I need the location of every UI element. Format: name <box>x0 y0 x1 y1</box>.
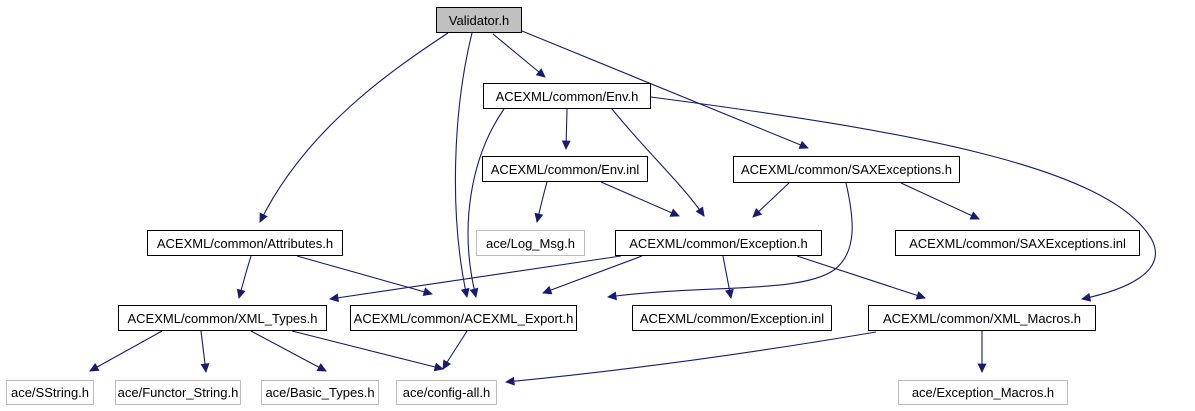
edge-exception-h-to-export-h <box>542 255 643 295</box>
node-sstring: ace/SString.h <box>6 380 94 405</box>
node-sax-h[interactable]: ACEXML/common/SAXExceptions.h <box>733 156 960 183</box>
edge-exception-h-to-exception-inl <box>722 255 734 299</box>
node-label: ACEXML/common/SAXExceptions.inl <box>909 235 1126 251</box>
edge-exception-h-to-xml-types <box>329 255 622 303</box>
edge-env-h-to-xml-macros <box>650 96 1156 302</box>
node-label: ACEXML/common/Exception.h <box>629 235 808 251</box>
edge-sax-h-to-export-h <box>607 182 853 301</box>
node-env-h[interactable]: ACEXML/common/Env.h <box>483 83 651 109</box>
node-label: ace/Basic_Types.h <box>265 385 375 400</box>
edge-env-h-to-exception-h <box>611 108 705 217</box>
edge-sax-h-to-exception-h <box>752 182 790 218</box>
edge-env-h-to-env-inl <box>561 108 571 150</box>
node-config-all: ace/config-all.h <box>396 380 497 405</box>
node-export-h[interactable]: ACEXML/common/ACEXML_Export.h <box>350 305 577 331</box>
node-label: ace/config-all.h <box>402 385 491 400</box>
edge-env-h-to-export-h <box>467 108 505 298</box>
node-label: ACEXML/common/Exception.inl <box>639 310 825 326</box>
node-exception-h[interactable]: ACEXML/common/Exception.h <box>615 230 822 256</box>
edge-validator-to-sax-h <box>521 30 809 149</box>
edge-attributes-h-to-xml-types <box>236 255 252 299</box>
node-label: ACEXML/common/SAXExceptions.h <box>741 162 952 177</box>
edge-sax-h-to-sax-inl <box>900 182 980 220</box>
node-log-msg: ace/Log_Msg.h <box>476 230 585 256</box>
edge-export-h-to-config-all <box>442 330 468 370</box>
node-sax-inl[interactable]: ACEXML/common/SAXExceptions.inl <box>895 230 1140 256</box>
node-label: ACEXML/common/XML_Macros.h <box>883 310 1081 326</box>
node-functor-string: ace/Functor_String.h <box>115 380 241 405</box>
node-exception-macros: ace/Exception_Macros.h <box>898 380 1068 405</box>
node-label: ace/Log_Msg.h <box>486 235 575 251</box>
node-label: ace/SString.h <box>10 385 90 400</box>
edge-exception-h-to-xml-macros <box>796 255 926 300</box>
edge-env-inl-to-exception-h <box>600 181 680 217</box>
node-label: ACEXML/common/Env.inl <box>490 161 640 177</box>
edge-env-inl-to-log-msg <box>534 181 548 223</box>
node-label: Validator.h <box>448 12 510 28</box>
node-label: ACEXML/common/ACEXML_Export.h <box>353 310 574 326</box>
node-label: ace/Functor_String.h <box>117 385 239 400</box>
edge-validator-to-env-h <box>492 33 546 78</box>
edge-xml-types-to-functor-string <box>200 330 210 373</box>
node-attributes-h[interactable]: ACEXML/common/Attributes.h <box>147 230 343 256</box>
edge-attributes-h-to-export-h <box>296 255 433 297</box>
node-exception-inl[interactable]: ACEXML/common/Exception.inl <box>632 305 832 331</box>
node-xml-macros[interactable]: ACEXML/common/XML_Macros.h <box>868 305 1096 331</box>
node-validator: Validator.h <box>436 7 522 33</box>
edge-xml-types-to-sstring <box>89 330 163 372</box>
node-env-inl[interactable]: ACEXML/common/Env.inl <box>482 156 648 182</box>
node-basic-types: ace/Basic_Types.h <box>261 380 379 405</box>
edge-xml-macros-to-config-all <box>505 331 877 386</box>
node-label: ACEXML/common/Attributes.h <box>156 235 334 251</box>
node-label: ace/Exception_Macros.h <box>911 385 1055 400</box>
node-xml-types[interactable]: ACEXML/common/XML_Types.h <box>118 305 327 331</box>
node-label: ACEXML/common/XML_Types.h <box>127 310 318 326</box>
edge-validator-to-attributes-h <box>259 32 449 223</box>
edge-xml-types-to-basic-types <box>250 330 327 372</box>
edge-xml-types-to-config-all <box>291 330 444 372</box>
node-label: ACEXML/common/Env.h <box>495 88 639 104</box>
edge-validator-to-export-h <box>454 32 473 298</box>
